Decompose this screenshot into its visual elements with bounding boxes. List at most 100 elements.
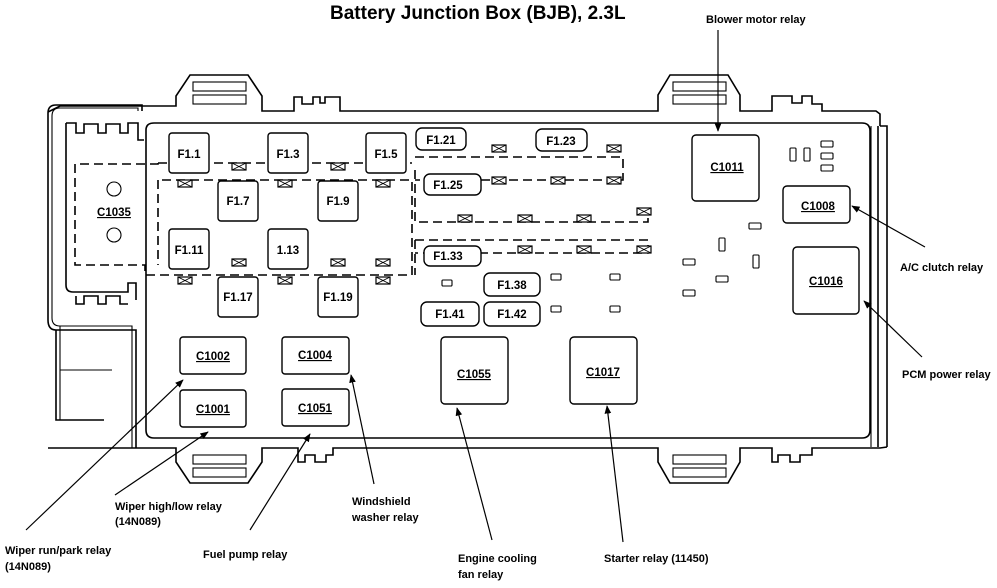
mini-fuse-f1-17[interactable]: F1.17 — [217, 276, 259, 318]
housing-outline — [47, 74, 888, 484]
fuse-label: F1.21 — [426, 135, 456, 147]
connector-label: C1011 — [710, 162, 744, 174]
leader-ac-clutch — [851, 205, 926, 248]
relay-c1004[interactable]: C1004 — [281, 336, 350, 375]
maxi-fuse-f1-25[interactable]: F1.25 — [423, 173, 482, 196]
terminal-marker — [277, 179, 293, 188]
relay-c1001[interactable]: C1001 — [179, 389, 247, 428]
callout-wiper-high-low-part: (14N089) — [115, 516, 161, 528]
mini-fuse-f1-5[interactable]: F1.5 — [365, 132, 407, 174]
maxi-fuse-f1-38[interactable]: F1.38 — [483, 272, 541, 297]
terminal-marker — [576, 245, 592, 254]
fuse-label: F1.42 — [497, 309, 526, 321]
callout-labels: Blower motor relay A/C clutch relay PCM … — [5, 14, 992, 581]
fuse-label: F1.11 — [175, 245, 204, 257]
callout-starter-relay: Starter relay (11450) — [604, 553, 709, 565]
terminal-marker — [177, 179, 193, 188]
connector-label: C1051 — [298, 403, 332, 415]
diagram-title: Battery Junction Box (BJB), 2.3L — [330, 3, 626, 24]
connector-label: C1001 — [196, 404, 230, 416]
fuse-label: F1.38 — [497, 280, 527, 292]
terminal-marker — [330, 162, 346, 171]
maxi-fuse-f1-33[interactable]: F1.33 — [423, 245, 482, 267]
leader-cooling-fan — [455, 407, 493, 541]
terminal-marker — [457, 214, 473, 223]
terminal-marker — [636, 245, 652, 254]
fuse-label: F1.1 — [177, 149, 201, 161]
connector-label: C1002 — [196, 351, 230, 363]
connector-label: C1035 — [97, 207, 131, 219]
connector-label: C1016 — [809, 276, 843, 288]
maxi-fuse-f1-42[interactable]: F1.42 — [483, 301, 541, 327]
terminal-marker — [375, 276, 391, 285]
terminal-marker — [636, 207, 652, 216]
callout-engine-cooling-fan-1: Engine cooling — [458, 553, 537, 565]
callout-ac-clutch-relay: A/C clutch relay — [900, 262, 984, 274]
terminal-marker — [330, 258, 346, 267]
pin-slots — [441, 140, 834, 313]
callout-windshield-washer-1: Windshield — [352, 496, 411, 508]
mini-fuse-f1-7[interactable]: F1.7 — [217, 180, 259, 222]
relay-c1051[interactable]: C1051 — [281, 388, 350, 427]
connector-c1035[interactable]: C1035 — [97, 181, 132, 243]
mini-fuse-f1-19[interactable]: F1.19 — [317, 276, 359, 318]
terminal-marker — [231, 258, 247, 267]
terminal-markers — [177, 144, 652, 285]
relay-c1008[interactable]: C1008 — [782, 185, 851, 224]
fuse-label: F1.7 — [226, 196, 249, 208]
leader-starter — [604, 405, 624, 543]
dashed-zones — [74, 156, 649, 276]
mini-fuse-f1-9[interactable]: F1.9 — [317, 180, 359, 222]
connector-label: C1017 — [586, 367, 620, 379]
callout-wiper-run-park-relay: Wiper run/park relay — [5, 545, 112, 557]
terminal-marker — [491, 176, 507, 185]
terminal-marker — [517, 214, 533, 223]
terminal-marker — [491, 144, 507, 153]
mini-fuse-f1-1[interactable]: F1.1 — [168, 132, 210, 174]
fuse-label: F1.3 — [276, 149, 299, 161]
callout-engine-cooling-fan-2: fan relay — [458, 569, 504, 581]
mini-fuse-f1-13[interactable]: 1.13 — [267, 228, 309, 270]
connector-label: C1008 — [801, 201, 835, 213]
leader-lines — [25, 30, 926, 543]
terminal-marker — [606, 176, 622, 185]
leader-wiper-run-park — [25, 379, 184, 531]
leader-windshield-washer — [349, 374, 375, 485]
leader-pcm-power — [863, 300, 923, 358]
callout-wiper-run-park-part: (14N089) — [5, 561, 51, 573]
fuse-label: 1.13 — [277, 245, 299, 257]
fuse-label: F1.41 — [435, 309, 465, 321]
callout-blower-motor-relay: Blower motor relay — [706, 14, 807, 26]
relay-c1002[interactable]: C1002 — [179, 336, 247, 375]
callout-windshield-washer-2: washer relay — [351, 512, 420, 524]
terminal-marker — [231, 162, 247, 171]
relay-c1016[interactable]: C1016 — [792, 246, 860, 315]
leader-wiper-high-low — [114, 431, 209, 496]
terminal-marker — [606, 144, 622, 153]
maxi-fuse-f1-23[interactable]: F1.23 — [535, 128, 588, 152]
relay-c1011[interactable]: C1011 — [691, 134, 760, 202]
terminal-marker — [375, 258, 391, 267]
fuse-label: F1.9 — [326, 196, 349, 208]
leader-fuel-pump — [249, 433, 311, 531]
connector-label: C1004 — [298, 350, 332, 362]
fuse-label: F1.19 — [323, 292, 352, 304]
maxi-fuse-f1-21[interactable]: F1.21 — [415, 127, 467, 151]
fuse-label: F1.33 — [433, 251, 462, 263]
fuse-label: F1.25 — [433, 180, 463, 192]
mini-fuse-f1-11[interactable]: F1.11 — [168, 228, 210, 270]
terminal-marker — [550, 176, 566, 185]
mini-fuse-f1-3[interactable]: F1.3 — [267, 132, 309, 174]
fuse-label: F1.23 — [546, 136, 575, 148]
fuse-label: F1.17 — [223, 292, 252, 304]
maxi-fuse-f1-41[interactable]: F1.41 — [420, 301, 480, 327]
terminal-marker — [277, 276, 293, 285]
terminal-marker — [576, 214, 592, 223]
fuse-label: F1.5 — [374, 149, 398, 161]
terminal-marker — [517, 245, 533, 254]
terminal-marker — [177, 276, 193, 285]
relay-c1055[interactable]: C1055 — [440, 336, 509, 405]
terminal-marker — [375, 179, 391, 188]
relay-c1017[interactable]: C1017 — [569, 336, 638, 405]
